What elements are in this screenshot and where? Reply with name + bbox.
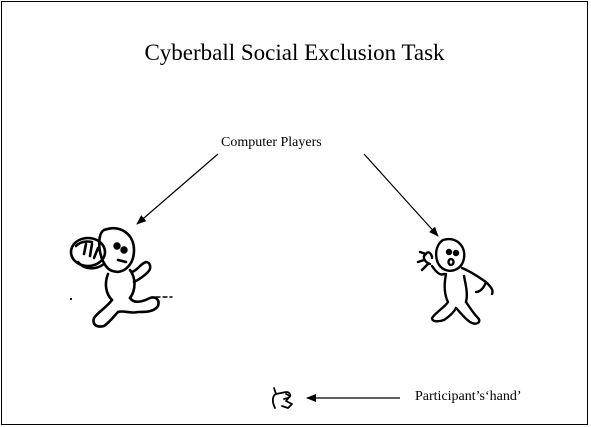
computer-players-label: Computer Players <box>221 135 322 150</box>
computer-player-left-figure <box>69 227 173 328</box>
slide-title: Cyberball Social Exclusion Task <box>144 40 445 65</box>
participant-hand-label: Participant’s‘hand’ <box>415 389 522 404</box>
computer-player-right-figure <box>416 237 494 325</box>
stray-dot <box>69 297 73 301</box>
arrow-to-left-player <box>136 153 219 225</box>
participant-hand-icon <box>271 387 293 409</box>
arrow-to-right-player <box>363 153 439 237</box>
